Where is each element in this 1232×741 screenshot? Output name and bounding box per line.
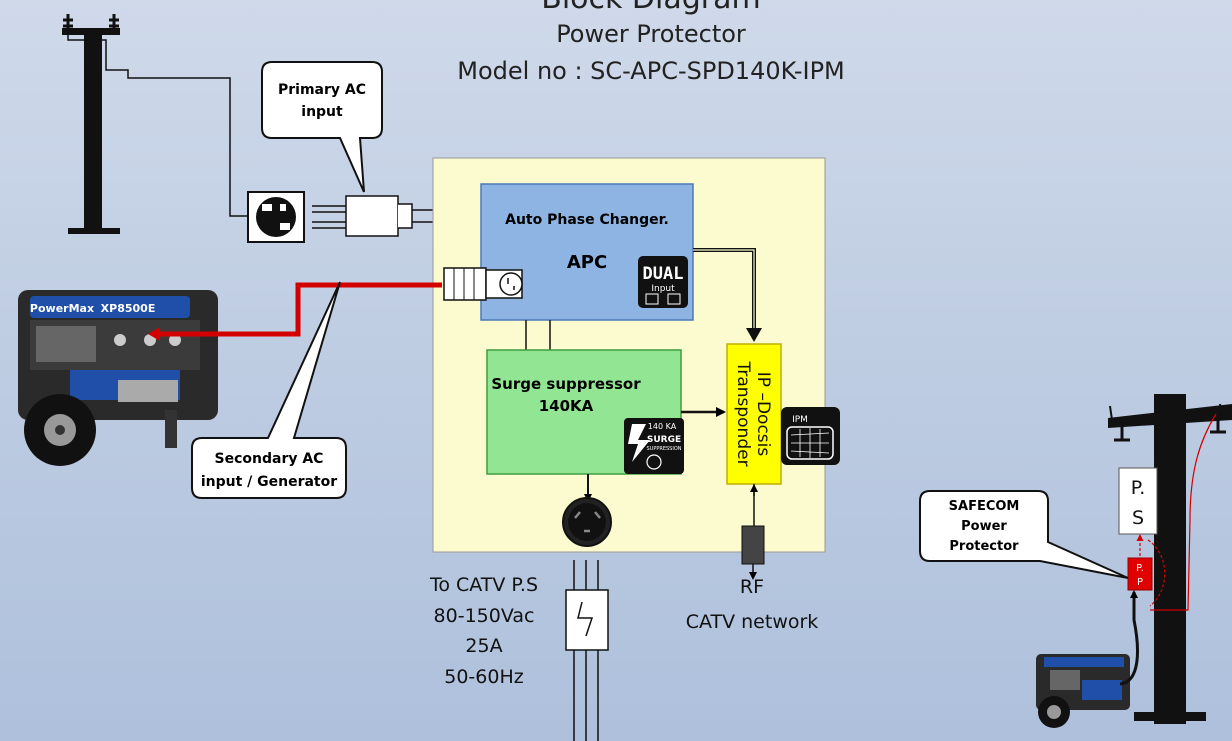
surge-badge: 140 KA SURGE SUPPRESSION: [624, 418, 684, 474]
ps-label-1: P.: [1131, 477, 1146, 499]
output-line-2: 80-150Vac: [434, 605, 535, 627]
primary-feed-wire: [67, 28, 248, 217]
dual-input-badge: DUAL Input: [638, 256, 688, 308]
output-socket: [562, 497, 612, 547]
primary-plug-icon: [312, 195, 482, 237]
safecom-label-3: Protector: [949, 539, 1019, 554]
primary-ac-callout: Primary AC input: [261, 61, 383, 193]
ps-label-2: S: [1132, 507, 1144, 529]
power-protector-box: P. P: [1127, 557, 1153, 591]
safecom-callout: SAFECOM Power Protector: [919, 490, 1129, 579]
primary-ac-label-1: Primary AC: [278, 82, 366, 98]
rf-label: RF: [740, 576, 764, 598]
transponder-label-2: Transponder: [733, 360, 753, 466]
dual-badge-text: DUAL: [643, 264, 684, 284]
safecom-label-1: SAFECOM: [949, 499, 1020, 514]
surge-label-1: Surge suppressor: [491, 375, 641, 393]
small-generator-image: [1036, 654, 1130, 728]
output-line-4: 50-60Hz: [444, 666, 523, 688]
secondary-ac-callout: Secondary AC input / Generator: [191, 281, 347, 499]
transponder-label-1: IP –Docsis: [753, 372, 773, 457]
surge-label-2: 140KA: [539, 397, 594, 415]
surge-badge-ka: 140 KA: [648, 422, 677, 431]
safecom-label-2: Power: [961, 519, 1007, 534]
utility-pole-right: [1108, 394, 1232, 724]
apc-block: Auto Phase Changer. APC DUAL Input: [480, 183, 694, 321]
ipm-badge: IPM: [781, 407, 840, 465]
dual-badge-input: Input: [651, 284, 675, 294]
pp-label-1: P.: [1136, 563, 1144, 574]
surge-suppressor-block: Surge suppressor 140KA 140 KA SURGE SUPP…: [486, 349, 684, 475]
pp-label-2: P: [1137, 577, 1143, 588]
diagram-subtitle: Power Protector: [556, 20, 746, 48]
primary-ac-label-2: input: [301, 104, 343, 120]
generator-model: XP8500E: [101, 302, 156, 315]
ipm-badge-text: IPM: [792, 415, 808, 425]
catv-network-label: CATV network: [686, 611, 819, 633]
diagram-title: Block Diagram: [541, 0, 760, 16]
model-number: Model no : SC-APC-SPD140K-IPM: [457, 57, 845, 85]
apc-abbr: APC: [567, 252, 607, 273]
rf-connector: [741, 525, 765, 565]
primary-wall-socket: [247, 191, 305, 243]
generator-brand: PowerMax: [30, 302, 94, 315]
generator-red-wire: [152, 282, 442, 337]
surge-badge-surge: SURGE: [647, 435, 681, 445]
surge-badge-suppression: SUPPRESSION: [647, 446, 682, 452]
secondary-ac-label-2: input / Generator: [201, 474, 337, 490]
power-supply-box: P. S: [1118, 467, 1158, 535]
apc-label: Auto Phase Changer.: [505, 212, 669, 228]
output-line-1: To CATV P.S: [429, 574, 538, 596]
output-line-3: 25A: [465, 635, 502, 657]
generator-image: PowerMax XP8500E: [18, 290, 218, 466]
output-plug-icon: [565, 560, 609, 741]
secondary-plug-icon: [443, 267, 523, 301]
small-generator-cable: [1119, 590, 1139, 686]
secondary-ac-label-1: Secondary AC: [215, 451, 324, 467]
ip-docsis-transponder: IP –Docsis Transponder: [726, 343, 782, 485]
utility-pole-left: [62, 14, 120, 234]
